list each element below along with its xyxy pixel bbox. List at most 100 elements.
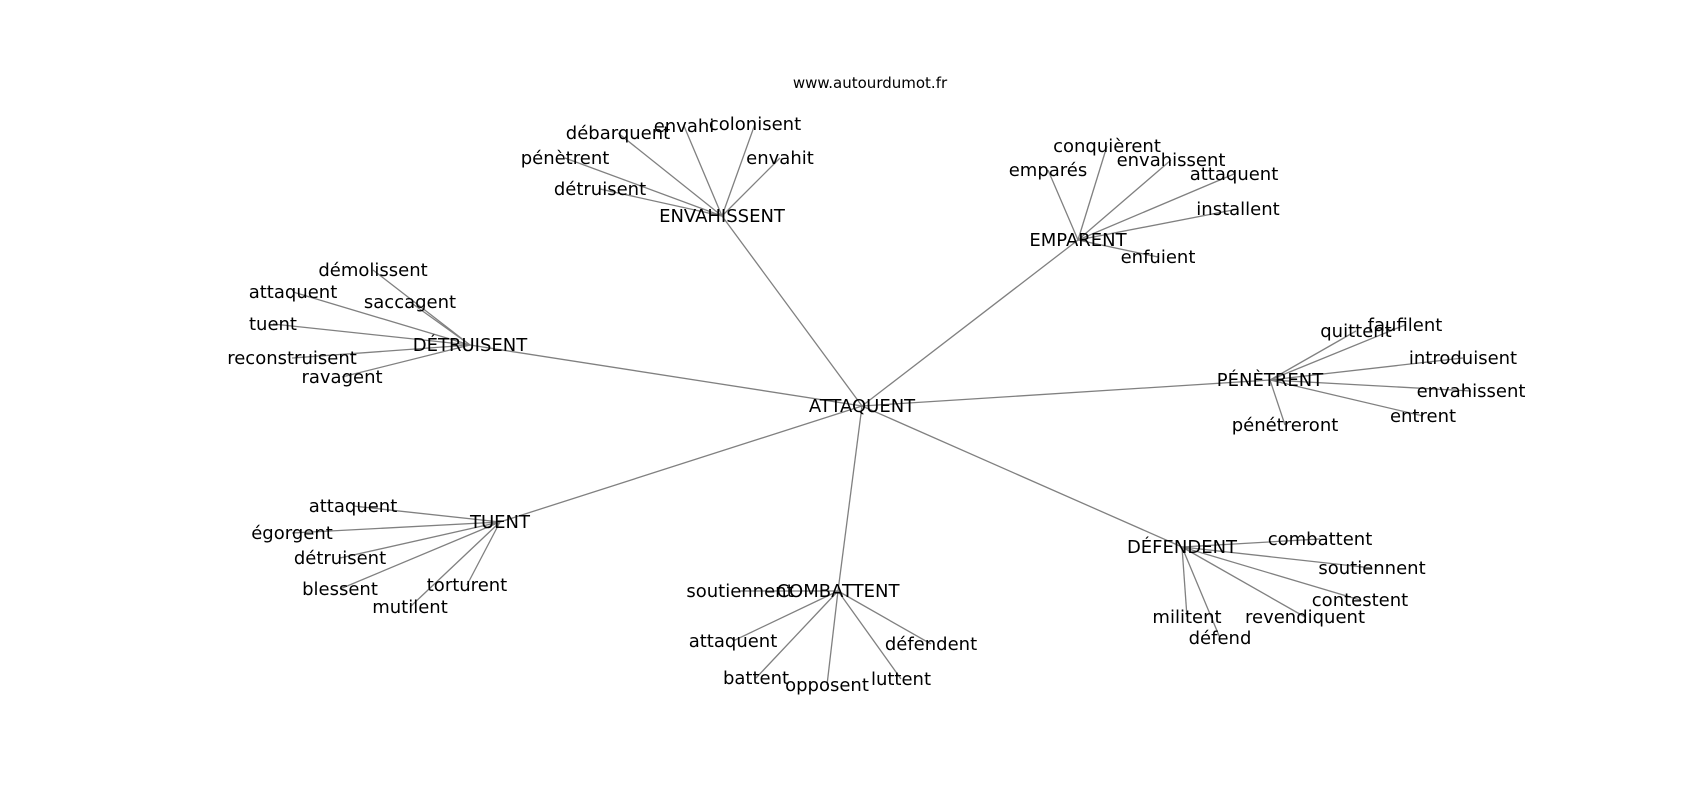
leaf-node-label: conquièrent	[1053, 136, 1161, 157]
edges-layer	[272, 123, 1472, 686]
leaf-node-label: détruisent	[554, 179, 646, 200]
leaf-node-label: installent	[1196, 199, 1279, 220]
leaf-node-label: envahit	[746, 148, 814, 169]
edge-hub-leaf	[721, 157, 781, 217]
leaf-node-label: blessent	[302, 579, 378, 600]
leaf-node-label: débarquent	[566, 123, 670, 144]
edge-center-hub	[837, 405, 863, 592]
edge-hub-leaf	[339, 521, 501, 590]
leaf-node-label: attaquent	[1190, 164, 1279, 185]
hub-node-label: DÉFENDENT	[1127, 536, 1238, 558]
leaf-node-label: tuent	[249, 314, 297, 335]
edge-hub-leaf	[683, 125, 723, 217]
leaf-node-label: battent	[723, 668, 789, 689]
edge-hub-leaf	[837, 590, 932, 645]
hub-node-label: COMBATTENT	[776, 581, 900, 602]
edge-hub-leaf	[1269, 324, 1406, 381]
edge-hub-leaf	[1269, 379, 1424, 417]
edge-hub-leaf	[352, 505, 501, 523]
edge-hub-leaf	[1181, 538, 1321, 548]
leaf-node-label: emparés	[1009, 160, 1088, 181]
edge-hub-leaf	[1047, 169, 1079, 241]
edge-hub-leaf	[409, 301, 471, 346]
center-node-label: ATTAQUENT	[809, 396, 916, 417]
edge-hub-leaf	[292, 291, 471, 346]
leaf-node-label: enfuient	[1121, 247, 1196, 268]
leaf-node-label: démolissent	[318, 260, 427, 281]
edge-hub-leaf	[1181, 546, 1361, 601]
leaf-node-label: ravagent	[301, 367, 382, 388]
leaf-node-label: entrent	[1390, 406, 1456, 427]
leaf-node-label: mutilent	[372, 597, 448, 618]
leaf-node-label: envahi	[654, 116, 715, 137]
edge-center-hub	[861, 239, 1079, 407]
leaf-node-label: revendiquent	[1245, 607, 1365, 628]
leaf-node-label: contestent	[1312, 590, 1408, 611]
leaf-node-label: soutiennent	[1318, 558, 1425, 579]
leaf-node-label: défend	[1189, 628, 1252, 649]
edge-hub-leaf	[1181, 546, 1188, 618]
edge-hub-leaf	[1269, 330, 1357, 381]
leaf-node-label: attaquent	[689, 631, 778, 652]
edge-hub-leaf	[466, 521, 501, 586]
edge-hub-leaf	[732, 590, 839, 642]
edge-hub-leaf	[291, 521, 501, 534]
hub-node-label: PÉNÈTRENT	[1217, 369, 1324, 391]
edge-hub-leaf	[339, 521, 501, 559]
leaf-node-label: faufilent	[1368, 315, 1443, 336]
edge-hub-leaf	[599, 188, 723, 217]
leaf-node-label: torturent	[427, 575, 507, 596]
edge-hub-leaf	[837, 590, 902, 680]
leaf-node-label: opposent	[785, 675, 869, 696]
labels-layer: ATTAQUENT ENVAHISSENT débarquentenvahicolo…	[227, 114, 1525, 696]
hub-node-label: EMPARENT	[1029, 230, 1127, 251]
leaf-node-label: détruisent	[294, 548, 386, 569]
leaf-node-label: défendent	[885, 634, 977, 655]
leaf-node-label: saccagent	[364, 292, 456, 313]
edge-hub-leaf	[1077, 208, 1239, 241]
leaf-node-label: pénètrent	[521, 148, 610, 169]
leaf-node-label: introduisent	[1409, 348, 1517, 369]
edge-center-hub	[469, 344, 863, 407]
leaf-node-label: pénétreront	[1232, 415, 1339, 436]
leaf-node-label: luttent	[871, 669, 931, 690]
edge-hub-leaf	[341, 344, 471, 378]
edge-hub-leaf	[721, 123, 756, 217]
leaf-node-label: soutiennent	[686, 581, 793, 602]
edge-hub-leaf	[755, 590, 839, 679]
edge-hub-leaf	[372, 269, 471, 346]
edge-hub-leaf	[1181, 546, 1306, 618]
edge-center-hub	[499, 405, 863, 523]
leaf-node-label: envahissent	[1417, 381, 1526, 402]
leaf-node-label: égorgent	[251, 523, 333, 544]
edge-hub-leaf	[617, 132, 723, 217]
edge-hub-leaf	[1077, 145, 1108, 241]
leaf-node-label: envahissent	[1117, 150, 1226, 171]
edge-hub-leaf	[1077, 173, 1235, 241]
leaf-node-label: combattent	[1268, 529, 1373, 550]
leaf-node-label: colonisent	[709, 114, 801, 135]
edge-hub-leaf	[564, 157, 723, 217]
edge-center-hub	[861, 405, 1183, 548]
edge-hub-leaf	[1181, 546, 1221, 639]
edge-hub-leaf	[291, 344, 471, 359]
edge-hub-leaf	[1269, 379, 1286, 426]
leaf-node-label: reconstruisent	[227, 348, 357, 369]
hub-node-label: ENVAHISSENT	[659, 206, 786, 227]
leaf-node-label: militent	[1152, 607, 1221, 628]
edge-hub-leaf	[1181, 546, 1373, 569]
edge-hub-leaf	[1077, 239, 1159, 258]
edge-hub-leaf	[1269, 357, 1464, 381]
hub-node-label: DÉTRUISENT	[413, 334, 528, 356]
leaf-node-label: attaquent	[309, 496, 398, 517]
leaf-node-label: attaquent	[249, 282, 338, 303]
edge-center-hub	[721, 215, 863, 407]
watermark: www.autourdumot.fr	[793, 74, 948, 92]
edge-hub-leaf	[826, 590, 839, 686]
edge-hub-leaf	[1077, 159, 1172, 241]
edge-hub-leaf	[409, 521, 501, 608]
edge-hub-leaf	[272, 323, 471, 346]
hub-node-label: TUENT	[469, 512, 531, 533]
leaf-node-label: quittent	[1320, 321, 1392, 342]
